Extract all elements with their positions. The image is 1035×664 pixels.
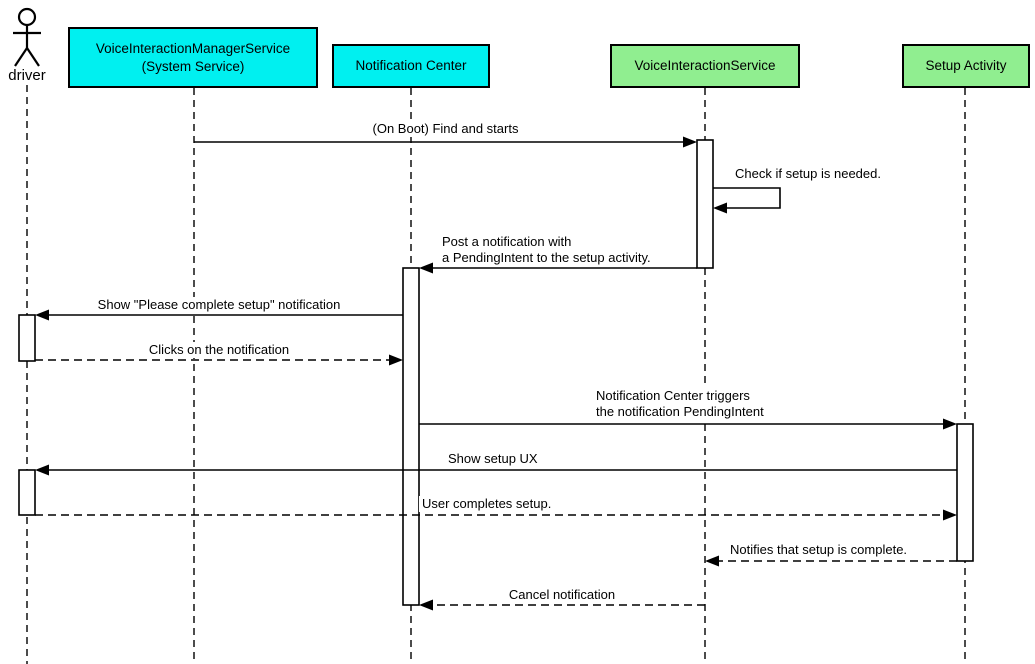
message-text: Notifies that setup is complete. [727,542,911,558]
message-arrow-user-completes-setup [35,509,957,521]
message-label-cancel-notification: Cancel notification [419,587,705,603]
message-label-triggers-pendingintent: Notification Center triggers the notific… [594,388,766,420]
actor-label: driver [8,67,46,84]
participant-voice-interaction-manager-service: VoiceInteractionManagerService (System S… [68,27,318,88]
message-arrow-show-setup-notification [35,309,403,321]
participant-label: VoiceInteractionService [634,58,776,73]
message-label-show-setup-ux: Show setup UX [445,451,541,467]
message-text: Cancel notification [505,587,619,603]
message-arrow-triggers-pendingintent [419,418,957,430]
actor-head [17,7,37,27]
activation-setup-activity [956,423,974,562]
message-text-line: the notification PendingIntent [596,404,764,419]
message-text-line: Notification Center triggers [596,388,750,403]
message-label-on-boot-find-starts: (On Boot) Find and starts [194,121,697,137]
participant-voice-interaction-service: VoiceInteractionService [610,44,800,88]
message-text: User completes setup. [419,496,555,512]
message-arrow-clicks-notification [35,354,403,366]
participant-label: Setup Activity [925,58,1007,73]
message-label-clicks-notification: Clicks on the notification [35,342,403,358]
participant-notification-center: Notification Center [332,44,490,88]
message-label-show-setup-notification: Show "Please complete setup" notificatio… [35,297,403,313]
message-label-user-completes-setup: User completes setup. [419,496,555,512]
message-text: Show "Please complete setup" notificatio… [94,297,344,313]
message-text-line: Post a notification with [442,234,572,249]
activation-driver-2 [18,469,36,516]
message-arrow-on-boot-find-starts [194,136,697,148]
participant-label-line: VoiceInteractionManagerService [95,40,291,56]
activation-driver-1 [18,314,36,362]
message-arrow-check-setup-self [713,187,781,214]
message-text: Check if setup is needed. [732,166,884,182]
message-arrow-post-notification [419,262,697,274]
message-text: (On Boot) Find and starts [369,121,522,137]
message-text-line: a PendingIntent to the setup activity. [442,250,651,265]
message-text: Show setup UX [445,451,541,467]
message-text: Clicks on the notification [145,342,293,358]
participant-label-line: (System Service) [141,58,245,74]
message-arrow-show-setup-ux [35,464,957,476]
actor-icon [13,7,41,67]
message-arrow-cancel-notification [419,599,705,611]
activation-notification-center [402,267,420,606]
participant-label: Notification Center [355,58,467,73]
activation-voice-interaction-service [696,139,714,269]
message-label-check-setup: Check if setup is needed. [732,166,884,182]
participant-setup-activity: Setup Activity [902,44,1030,88]
actor-left-leg [14,47,28,67]
message-label-notifies-setup-complete: Notifies that setup is complete. [727,542,911,558]
message-arrow-notifies-setup-complete [705,555,957,567]
message-label-post-notification: Post a notification with a PendingIntent… [440,234,653,266]
actor-right-leg [26,47,40,67]
